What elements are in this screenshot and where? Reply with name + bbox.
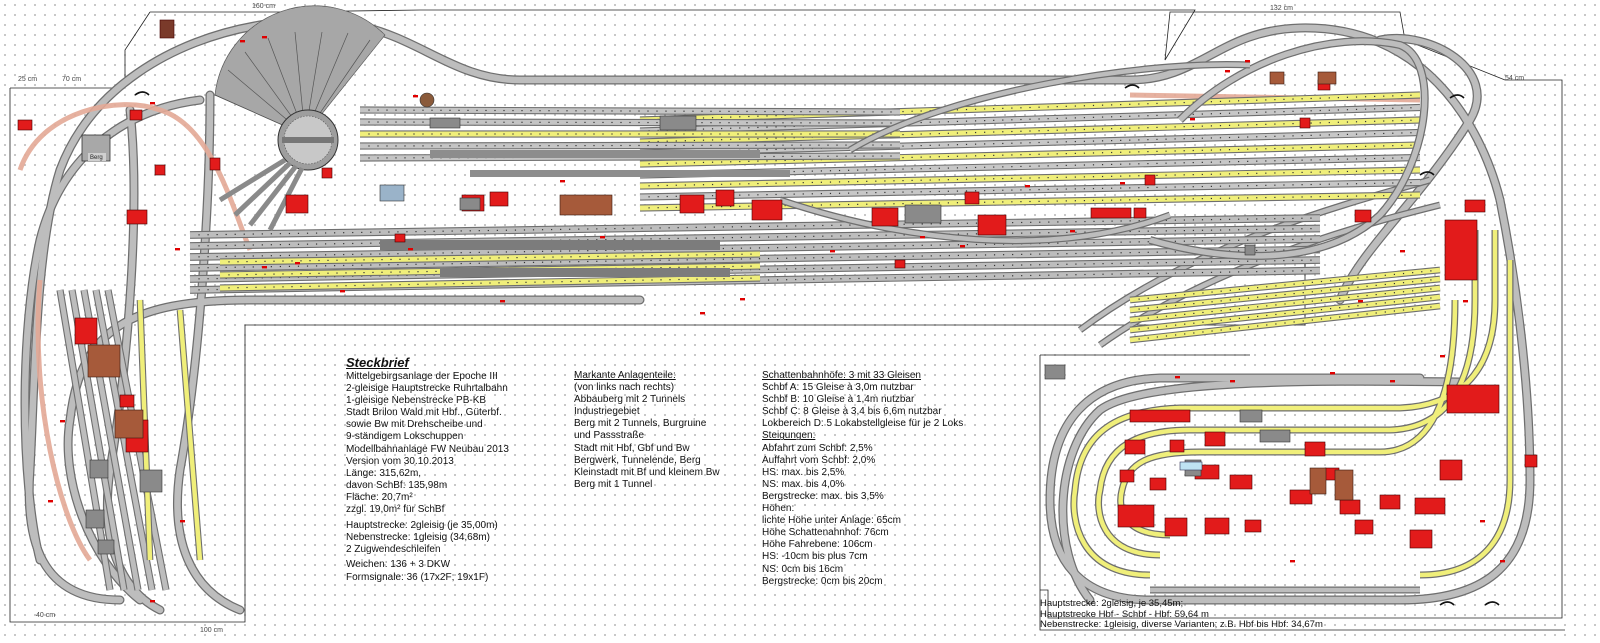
anlagenteile-line: und Passstraße xyxy=(574,430,645,442)
steigungen-title: Steigungen: xyxy=(762,430,816,442)
schattenbahnhof-line: Schbf A: 15 Gleise à 3,0m nutzbar xyxy=(762,382,914,394)
steckbrief-line: Hauptstrecke: 2gleisig (je 35,00m) xyxy=(346,520,498,532)
mountain-line xyxy=(778,37,1429,260)
steckbrief-strecken: Hauptstrecke: 2gleisig (je 35,00m)Nebens… xyxy=(346,520,509,556)
anlagenteile-line: Bergwerk, Tunnelende, Berg xyxy=(574,454,701,466)
hoehe-line: Höhe Schattenahnhof: 76cm xyxy=(762,527,889,539)
right-info-line: Nebenstrecke: 1gleisig, diverse Variante… xyxy=(1040,619,1323,630)
steigung-line: Abfahrt zum Schbf: 2,5% xyxy=(762,442,873,454)
steckbrief-title: Steckbrief xyxy=(346,355,409,370)
hoehe-line: Bergstrecke: 0cm bis 20cm xyxy=(762,575,883,587)
dim-left-b: 70 cm xyxy=(62,76,81,83)
steckbrief-line: Nebenstrecke: 1gleisig (34,68m) xyxy=(346,532,490,544)
buildings xyxy=(17,19,1538,555)
roundhouse xyxy=(214,5,386,232)
hoehe-line: HS: -10cm bis plus 7cm xyxy=(762,551,868,563)
steckbrief-line: Mittelgebirgsanlage der Epoche III xyxy=(346,371,498,382)
dim-top-right: 132 cm xyxy=(1270,5,1293,12)
schattenbahnhof-line: Lokbereich D: 5 Lokabstellgleise für je … xyxy=(762,418,964,430)
steckbrief-line: Fläche: 20,7m² xyxy=(346,491,413,503)
anlagenteile-line: Markante Anlagenteile: xyxy=(574,370,676,381)
steckbrief-line: 9-ständigem Lokschuppen xyxy=(346,431,464,443)
hoehe-line: lichte Höhe unter Anlage: 65cm xyxy=(762,515,901,527)
anlagenteile-line: Berg mit 2 Tunnels, Burgruine xyxy=(574,418,707,430)
hoehe-line: Höhe Fahrebene: 106cm xyxy=(762,539,873,551)
dimension-labels: 160 cm 132 cm 25 cm 70 cm 54 cm 40 cm 10… xyxy=(18,3,1524,634)
steckbrief-line: Modellbahnanlage FW Neubau 2013 xyxy=(346,443,509,455)
anlagenteile-line: Berg mit 1 Tunnel xyxy=(574,478,653,490)
anlagenteile-line: Kleinstadt mit Bf und kleinem Bw xyxy=(574,466,720,478)
dim-left-a: 25 cm xyxy=(18,76,37,83)
steckbrief-line: Stadt Brilon Wald mit Hbf., Güterbf. xyxy=(346,407,502,419)
right-info-line: Hauptstrecke Hbf - Schbf - Hbf: 59,64 m xyxy=(1040,608,1209,620)
steckbrief-line: 2-gleisige Hauptstrecke Ruhrtalbahn xyxy=(346,383,508,395)
board-outline xyxy=(9,9,1565,631)
schattenbahnhof-line: Schbf C: 8 Gleise à 3,4 bis 6,6m nutzbar xyxy=(762,406,942,418)
schattenbahnhof-line: Schattenbahnhöfe: 3 mit 33 Gleisen xyxy=(762,370,921,381)
dim-top-left: 160 cm xyxy=(252,3,275,10)
steckbrief-line: zzgl. 19,0m² für SchBf xyxy=(346,504,445,516)
hoehe-line: NS: 0cm bis 16cm xyxy=(762,563,844,575)
anlagenteile-block: Markante Anlagenteile:(von links nach re… xyxy=(574,370,720,491)
hoehen-title: Höhen: xyxy=(762,503,795,515)
steigung-line: NS: max. bis 4,0% xyxy=(762,478,845,490)
dim-right: 54 cm xyxy=(1505,75,1524,82)
anlagenteile-line: (von links nach rechts) xyxy=(574,382,675,394)
steckbrief-block: Steckbrief Mittelgebirgsanlage der Epoch… xyxy=(346,355,509,584)
right-info-line: Hauptstrecke: 2gleisig, je 35,45m; xyxy=(1040,598,1184,609)
steckbrief-line: Weichen: 136 + 3 DKW xyxy=(346,559,451,571)
steckbrief-line: 1-gleisige Nebenstrecke PB-KB xyxy=(346,395,487,407)
schattenbahnhof-line: Schbf B: 10 Gleise à 1,4m nutzbar xyxy=(762,394,915,406)
anlagenteile-line: Industriegebiet xyxy=(574,406,640,418)
berg-label: Berg xyxy=(90,155,103,161)
right-info-block: Hauptstrecke: 2gleisig, je 35,45m;Haupts… xyxy=(1040,598,1323,631)
steckbrief-line: sowie Bw mit Drehscheibe und xyxy=(346,419,483,431)
steckbrief-line: davon SchBf: 135,98m xyxy=(346,479,448,491)
steigung-line: HS: max. bis 2,5% xyxy=(762,466,845,478)
steckbrief-line: 2 Zugwendeschleifen xyxy=(346,544,441,556)
dim-bottom-mid: 100 cm xyxy=(200,627,223,634)
steckbrief-line: Formsignale: 36 (17x2F; 19x1F) xyxy=(346,571,489,583)
anlagenteile-line: Abbauberg mit 2 Tunnels xyxy=(574,394,686,406)
dim-bottom-left: 40 cm xyxy=(36,612,55,619)
berg-box: Berg xyxy=(81,134,111,162)
steckbrief-line: Länge: 315,62m, xyxy=(346,467,422,479)
steckbrief-line: Version vom 30.10.2013 xyxy=(346,455,454,467)
signals xyxy=(48,36,1505,606)
anlagenteile-line: Stadt mit Hbf, Gbf und Bw xyxy=(574,442,690,454)
steigung-line: Bergstrecke: max. bis 3,5% xyxy=(762,490,884,502)
steigung-line: Auffahrt vom Schbf: 2,0% xyxy=(762,454,876,466)
